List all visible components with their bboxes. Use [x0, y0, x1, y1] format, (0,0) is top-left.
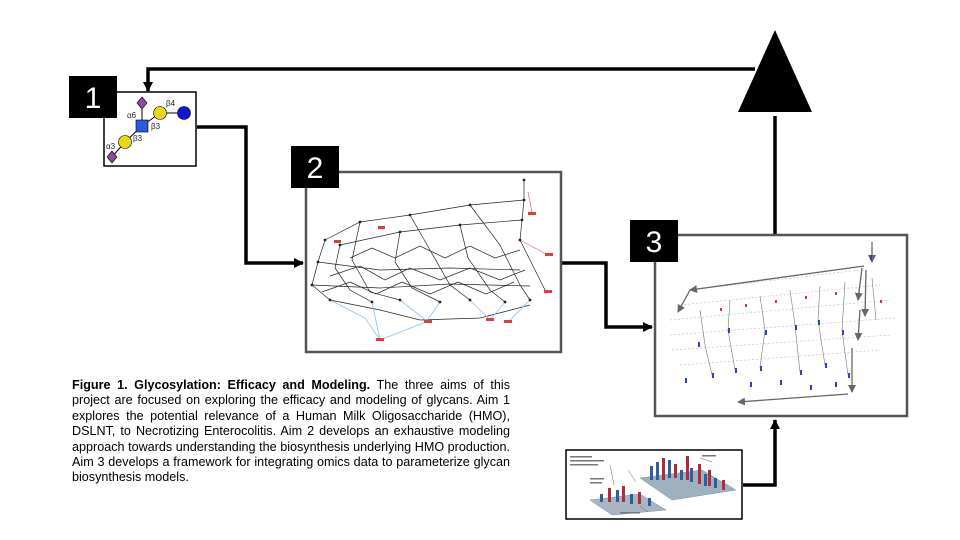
sialic-acid-bottom	[106, 150, 118, 164]
aim2-number: 2	[307, 152, 324, 185]
linkage-beta3-lower: β3	[133, 134, 143, 143]
aim3-number: 3	[646, 226, 663, 259]
triangle-shape	[738, 30, 812, 112]
caption-title: Figure 1. Glycosylation: Efficacy and Mo…	[72, 378, 371, 392]
linkage-beta3-upper: β3	[151, 122, 161, 131]
galactose-top	[153, 106, 167, 120]
glcnac-square	[135, 119, 149, 133]
glucose-circle	[177, 106, 191, 120]
linkage-beta4: β4	[166, 99, 176, 108]
caption-body: The three aims of this project are focus…	[72, 378, 510, 485]
linkage-alpha3: α3	[106, 142, 116, 151]
sialic-acid-top	[136, 96, 148, 110]
omics-landscape-thumbnail	[570, 455, 737, 516]
parameterized-network-graph	[669, 242, 896, 406]
linkage-alpha6: α6	[127, 111, 137, 120]
arrow-aim2-to-aim3	[559, 261, 653, 332]
aim2-number-badge: 2	[291, 146, 339, 188]
aim1-panel	[103, 91, 197, 167]
arrow-aim1-to-aim2	[197, 125, 304, 268]
aim1-number-badge: 1	[69, 76, 117, 118]
aim1-number: 1	[85, 82, 102, 115]
arrow-triangle-to-aim1	[143, 67, 755, 92]
arrow-omics-to-aim3	[743, 419, 780, 487]
figure-caption: Figure 1. Glycosylation: Efficacy and Mo…	[72, 378, 510, 486]
aim3-number-badge: 3	[630, 220, 678, 262]
aim2-panel	[304, 170, 563, 354]
dslnt-glycan-structure: α6 β4 β3 β3 α3	[106, 96, 191, 164]
biosynthesis-network-graph	[310, 178, 553, 341]
galactose-bottom	[118, 135, 132, 149]
aim3-panel	[653, 233, 909, 418]
